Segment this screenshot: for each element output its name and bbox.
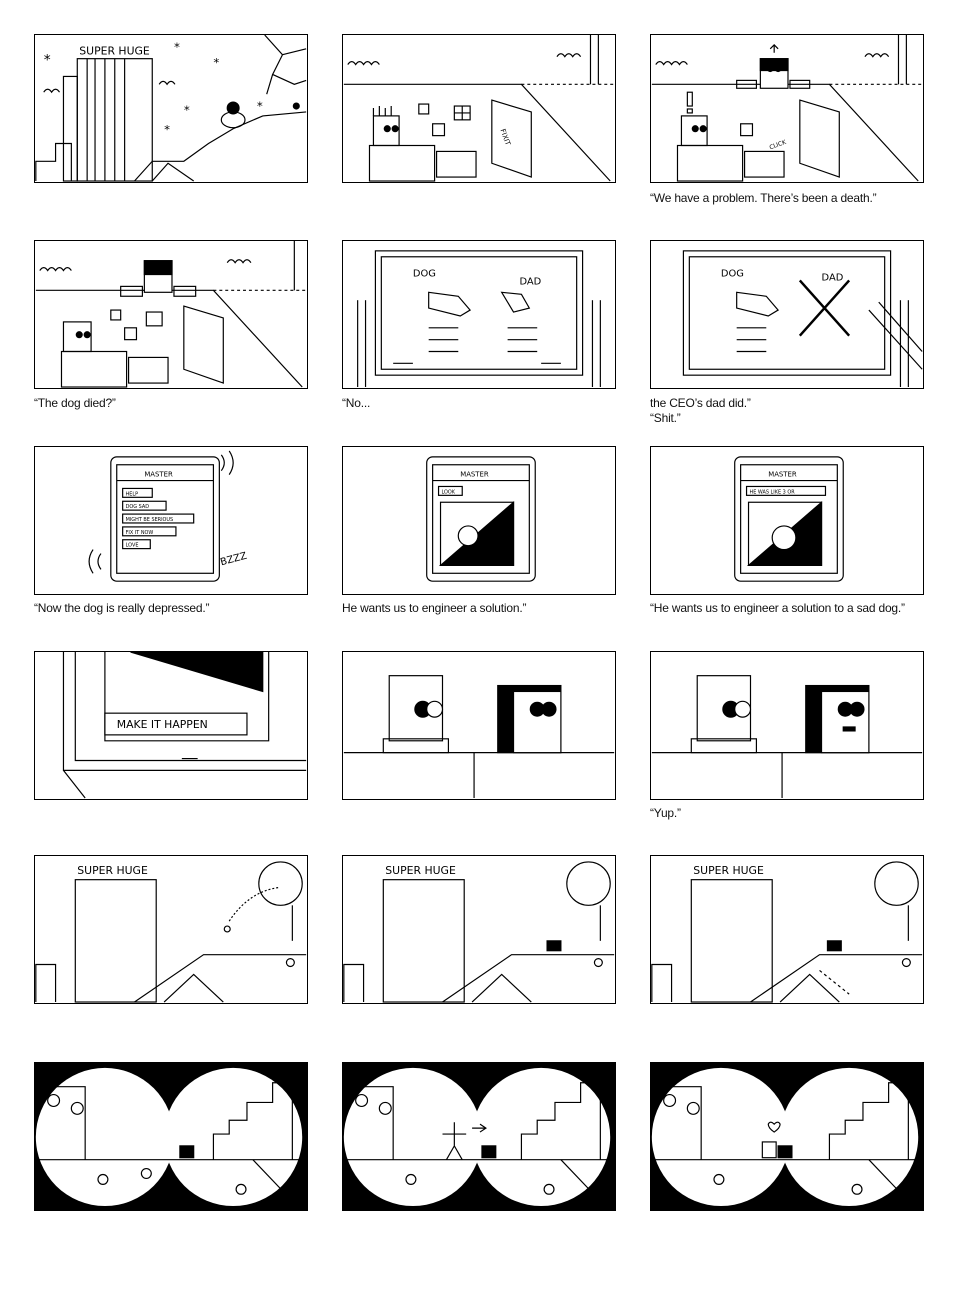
panel-15-exterior-dog: SUPER HUGE [650,855,924,1004]
board-label-dog-2: DOG [721,269,744,280]
panel-1-office-exterior: SUPER HUGE * * * * * * [34,34,308,183]
panel-14-exterior-dog-running: SUPER HUGE [342,855,616,1004]
panel-16-binoculars [34,1062,308,1211]
caption-12: “Yup.” [650,806,681,820]
svg-text:*: * [257,99,263,113]
building-sign-3: SUPER HUGE [385,864,456,877]
chat-msg-2: DOG SAD [126,504,150,510]
chat-title-3: MASTER [768,471,797,479]
chat-msg-1: HELP [126,491,139,497]
plaque-text: MAKE IT HAPPEN [117,718,208,731]
caption-9: “He wants us to engineer a solution to a… [650,601,905,615]
caption-8: He wants us to engineer a solution.” [342,601,527,615]
chat-title-2: MASTER [460,471,489,479]
building-sign-2: SUPER HUGE [77,864,148,877]
chat-title-1: MASTER [144,471,173,479]
chat-reply-2: HE WAS LIKE 3 OR [750,489,796,495]
building-sign: SUPER HUGE [79,45,150,58]
chat-msg-4: FIX IT NOW [126,530,154,536]
panel-13-exterior-throw: SUPER HUGE [34,855,308,1004]
panel-5-whiteboard: DOG DAD [342,240,616,389]
chat-msg-3: MIGHT BE SERIOUS [126,517,174,523]
sfx-click: CLICK [769,140,787,152]
board-label-dog: DOG [413,269,436,280]
svg-text:*: * [164,123,170,137]
svg-text:*: * [44,53,51,69]
panel-9-phone-sad-dog: MASTER HE WAS LIKE 3 OR [650,446,924,595]
building-sign-4: SUPER HUGE [693,864,764,877]
board-label-dad: DAD [519,276,541,287]
svg-text:*: * [174,40,180,54]
chat-msg-5: LOVE [126,543,139,549]
caption-6-line-2: “Shit.” [650,411,681,425]
panel-11-two-coworkers [342,651,616,800]
panel-4-dog-died [34,240,308,389]
caption-5: “No... [342,396,371,410]
panel-8-phone-photo: MASTER LOOK [342,446,616,595]
svg-text:*: * [184,103,190,117]
caption-3: “We have a problem. There’s been a death… [650,191,877,205]
panel-7-phone-buzz: MASTER HELP DOG SAD MIGHT BE SERIOUS FIX… [34,446,308,595]
panel-10-make-it-happen: MAKE IT HAPPEN [34,651,308,800]
sfx-buzz: BZZZ [219,551,248,569]
caption-6-line-1: the CEO’s dad did.” [650,396,751,410]
fixit-poster: FIXIT [498,128,512,147]
panel-3-coworker-appears: CLICK [650,34,924,183]
board-label-dad-2: DAD [822,272,844,283]
panel-2-office-desk: FIXIT [342,34,616,183]
panel-12-yup [650,651,924,800]
panel-17-binoculars-person [342,1062,616,1211]
panel-6-cross-out-dad: DOG DAD [650,240,924,389]
chat-image-label: LOOK [442,489,456,495]
caption-6: the CEO’s dad did.” “Shit.” [650,396,930,426]
panel-18-binoculars-heart [650,1062,924,1211]
svg-text:*: * [213,56,219,70]
caption-4: “The dog died?” [34,396,116,410]
caption-7: “Now the dog is really depressed.” [34,601,210,615]
